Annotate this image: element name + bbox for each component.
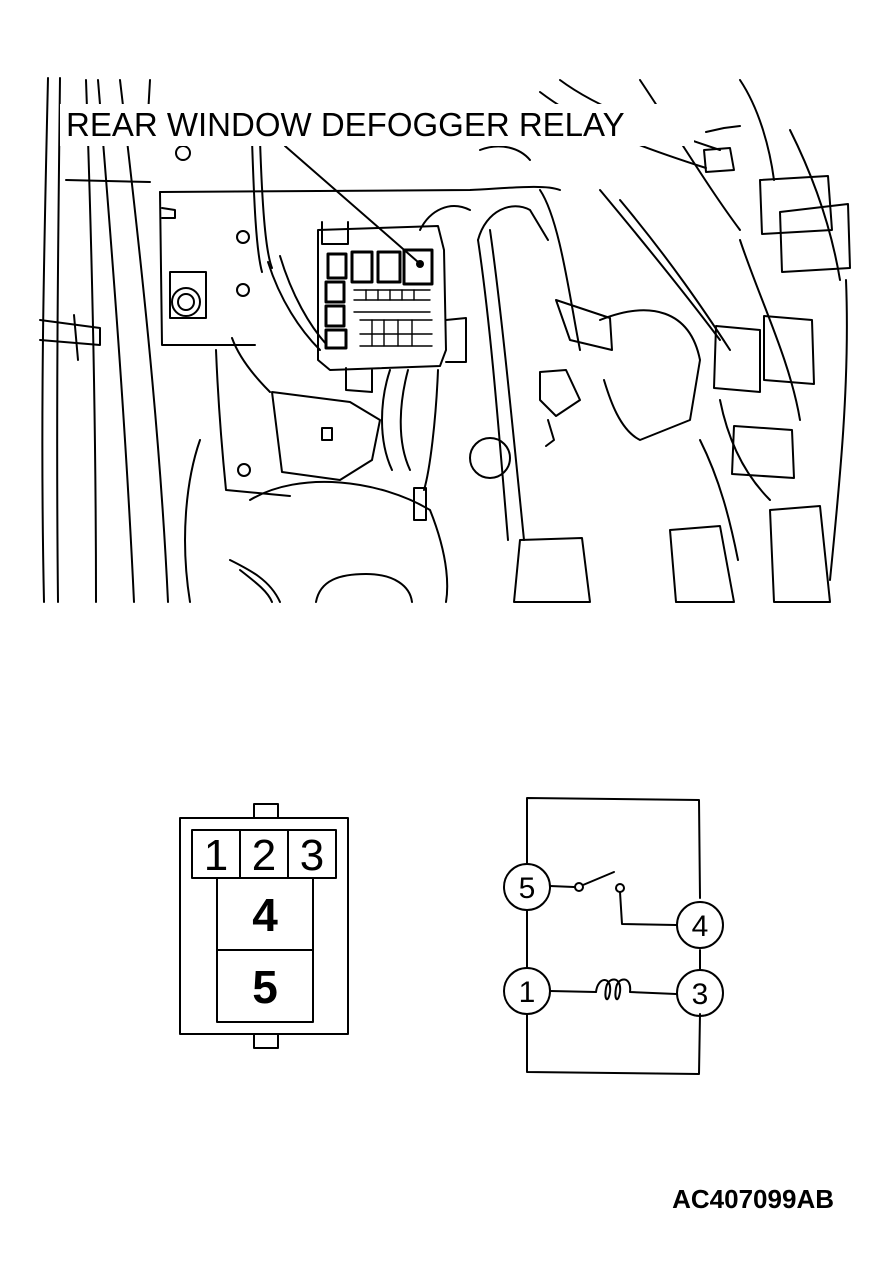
relay-connector-face: 1 2 3 4 5 bbox=[179, 803, 349, 1049]
vehicle-illustration bbox=[39, 77, 851, 603]
terminal-5 bbox=[503, 863, 551, 911]
switch-contact-moving bbox=[615, 883, 625, 893]
terminal-3-label: 3 bbox=[692, 978, 709, 1011]
terminal-4-label: 4 bbox=[692, 910, 709, 943]
coil-symbol bbox=[595, 978, 677, 1001]
callout-label-group: REAR WINDOW DEFOGGER RELAY bbox=[60, 104, 694, 146]
switch-blade bbox=[582, 871, 615, 886]
relay-circuit: 5 4 1 3 bbox=[503, 797, 724, 1075]
circuit-wire-top bbox=[526, 797, 701, 899]
callout-leader-line bbox=[284, 145, 419, 263]
connector-outline bbox=[179, 817, 349, 1035]
terminal-5-label: 5 bbox=[519, 872, 536, 905]
circuit-wire-bottom bbox=[526, 1013, 701, 1075]
terminal-4 bbox=[676, 901, 724, 949]
callout-label: REAR WINDOW DEFOGGER RELAY bbox=[66, 106, 625, 143]
connector-top-key bbox=[253, 803, 279, 819]
terminal-1-label: 1 bbox=[519, 976, 536, 1009]
switch-wire-4 bbox=[619, 891, 677, 926]
pin-2-label: 2 bbox=[252, 831, 276, 880]
coil-wire-1 bbox=[549, 990, 597, 993]
pin-cell-5 bbox=[216, 949, 314, 1023]
terminal-3 bbox=[676, 969, 724, 1017]
figure-code: AC407099AB bbox=[672, 1184, 834, 1214]
pin-4-label: 4 bbox=[252, 889, 278, 941]
terminal-1 bbox=[503, 967, 551, 1015]
switch-contact-fixed bbox=[574, 882, 584, 892]
connector-bottom-key bbox=[253, 1033, 279, 1049]
switch-wire-5 bbox=[549, 885, 575, 888]
pin-3-label: 3 bbox=[300, 831, 324, 880]
pin-1-label: 1 bbox=[204, 831, 228, 880]
pin-5-label: 5 bbox=[252, 961, 278, 1013]
